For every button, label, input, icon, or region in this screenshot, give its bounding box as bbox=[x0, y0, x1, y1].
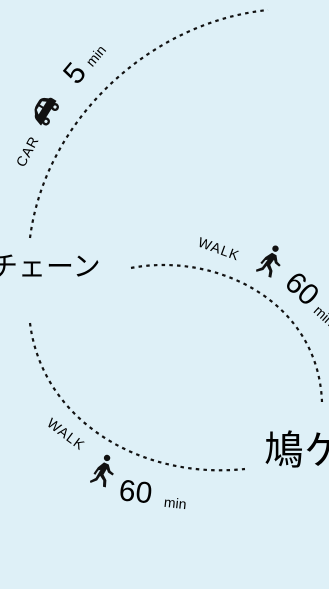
route-time-unit: min bbox=[311, 302, 329, 329]
route-mode-label: CAR bbox=[13, 133, 42, 169]
route-arc-car bbox=[28, 8, 269, 239]
pedestrian-icon bbox=[256, 245, 281, 278]
place-label-left[interactable]: チェーン bbox=[0, 250, 101, 283]
route-arc-walk-upper bbox=[130, 263, 324, 403]
route-mode-walk-lower: WALK bbox=[44, 415, 88, 454]
route-time-walk-upper: 60 min bbox=[278, 266, 329, 329]
route-mode-car: CAR bbox=[13, 133, 42, 169]
route-time-unit: min bbox=[82, 42, 109, 70]
car-icon bbox=[34, 97, 60, 126]
route-time-unit: min bbox=[163, 494, 187, 512]
place-label-right[interactable]: 鳩ケ bbox=[264, 428, 329, 474]
route-time-car: 5 min bbox=[57, 42, 109, 91]
pedestrian-icon bbox=[89, 454, 114, 488]
route-mode-label: WALK bbox=[44, 415, 88, 454]
route-time-walk-lower: 60 min bbox=[117, 474, 187, 512]
route-arc-walk-lower bbox=[28, 322, 246, 472]
route-mode-walk-upper: WALK bbox=[196, 234, 242, 264]
route-mode-label: WALK bbox=[196, 234, 242, 264]
route-time-value: 60 bbox=[117, 474, 154, 510]
